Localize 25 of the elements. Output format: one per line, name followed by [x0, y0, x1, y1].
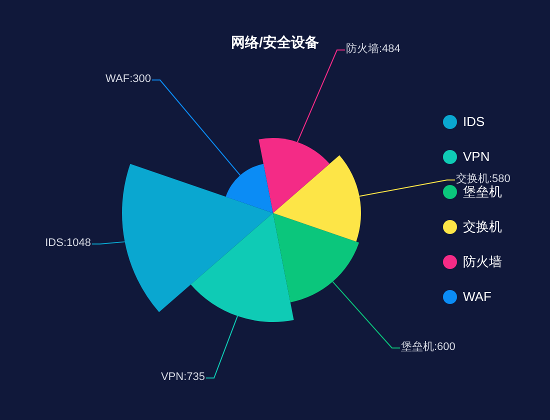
leader-line	[332, 281, 400, 348]
leader-line	[152, 80, 241, 176]
leader-line	[92, 241, 126, 244]
value-label: IDS:1048	[45, 237, 91, 250]
value-label: VPN:735	[160, 371, 205, 384]
legend-label: IDS	[463, 114, 485, 129]
legend-label: 堡垒机	[463, 184, 502, 199]
value-label: WAF:300	[106, 73, 151, 86]
value-label: 防火墙:484	[346, 43, 400, 56]
value-label: 堡垒机:600	[401, 341, 456, 354]
pie-slice	[190, 213, 294, 322]
pie-slice	[122, 164, 273, 312]
leader-line	[296, 50, 346, 143]
pie-slice	[273, 155, 361, 242]
chart-title: 网络/安全设备	[230, 34, 320, 52]
legend-label: WAF	[463, 289, 492, 304]
pie-slice	[258, 138, 330, 213]
leader-line	[358, 180, 456, 197]
legend-label: 防火墙	[463, 254, 502, 269]
pie-slice	[273, 213, 360, 302]
leader-line	[206, 316, 238, 378]
value-label: 交换机:580	[456, 173, 510, 186]
legend-label: 交换机	[463, 219, 502, 234]
pie-slice	[226, 164, 273, 213]
legend-label: VPN	[463, 149, 490, 164]
